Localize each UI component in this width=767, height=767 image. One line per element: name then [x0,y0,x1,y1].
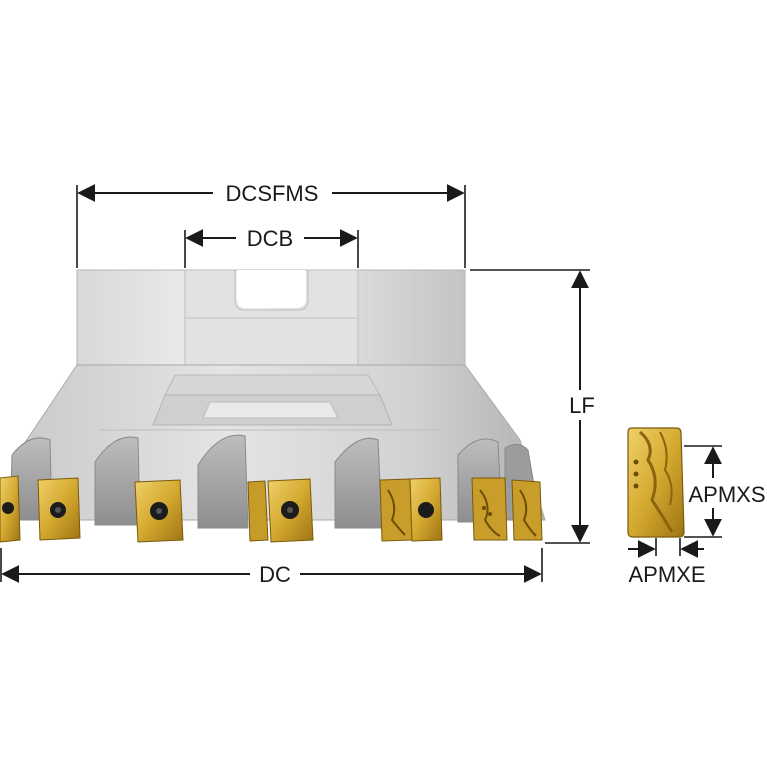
cutter-insert [134,479,184,543]
dimension-dcb: DCB [184,226,359,268]
dimension-dc: DC [0,548,543,587]
cutter-insert [511,479,543,541]
cutter-insert [471,477,508,541]
label-dcsfms: DCSFMS [226,181,319,206]
label-apmxe: APMXE [628,562,705,587]
face-mill-cutter-icon [0,269,546,543]
dimension-dcsfms: DCSFMS [76,181,466,268]
carbide-insert-icon [627,427,685,538]
label-dc: DC [259,562,291,587]
label-lf: LF [569,393,595,418]
cutter-insert [379,477,443,542]
label-apmxs: APMXS [688,482,765,507]
keyway-notch [237,270,306,308]
cutter-insert [0,475,21,543]
dimension-apmxs: APMXS [684,445,766,538]
chip-pocket [197,434,249,529]
dimension-apmxe: APMXE [628,538,706,587]
cutter-insert [247,478,314,543]
label-dcb: DCB [247,226,293,251]
cutter-insert [37,477,81,541]
dimension-lf: LF [470,269,595,544]
